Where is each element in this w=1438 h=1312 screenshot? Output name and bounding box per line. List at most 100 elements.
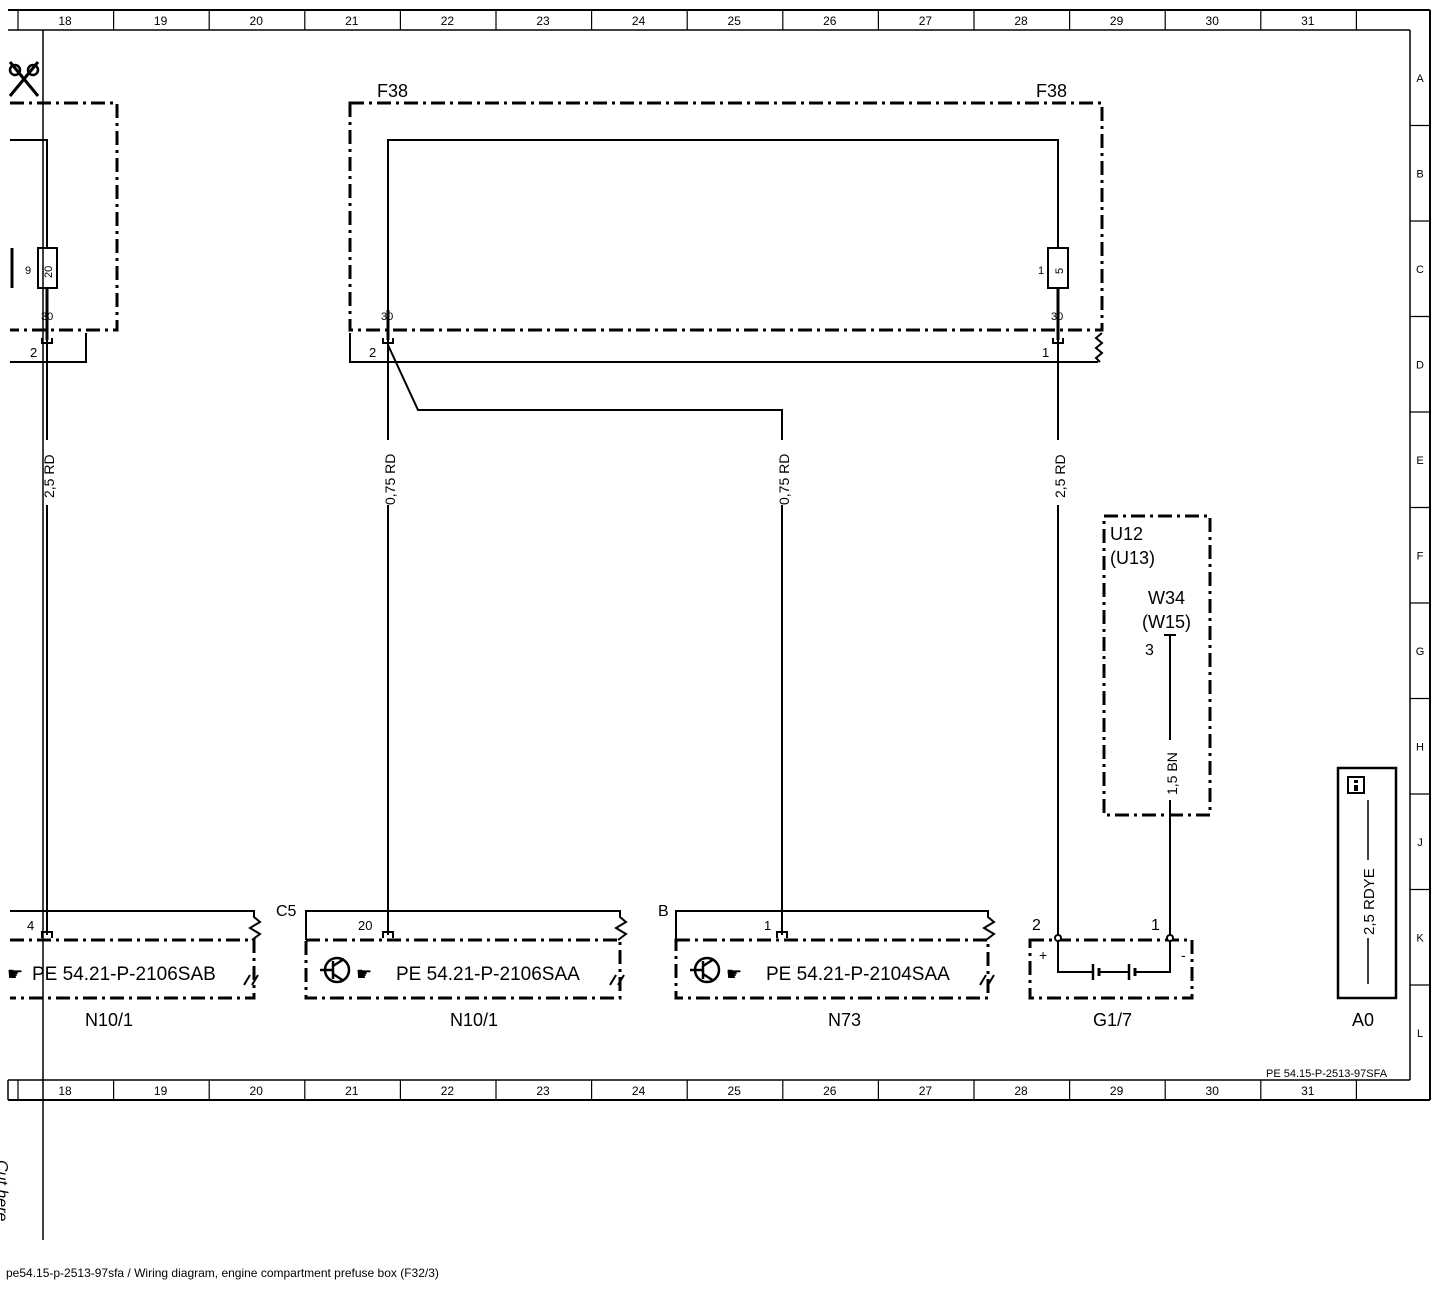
- fuse-left-connector-pin: 2: [30, 345, 37, 360]
- info-box-name: A0: [1352, 1010, 1374, 1030]
- ruler-column-label: 21: [345, 14, 359, 28]
- module-label-alt: (U13): [1110, 548, 1155, 568]
- info-box-a0: [1336, 766, 1398, 1000]
- pointer-hand-icon: ☛: [356, 964, 372, 984]
- ruler-column-label: 18: [58, 14, 72, 28]
- ruler-bottom-ticks: [17, 1080, 1358, 1100]
- fuse-mid-terminal: 30: [381, 311, 393, 323]
- ruler-column-label: 28: [1014, 14, 1028, 28]
- fuse-left-feed: [10, 139, 48, 248]
- ruler-column-label: 28: [1014, 1084, 1028, 1098]
- component-name: N10/1: [450, 1010, 498, 1030]
- fuse-left-terminal: 30: [41, 311, 53, 323]
- shield-hatch: [243, 974, 995, 986]
- diagram-caption: pe54.15-p-2513-97sfa / Wiring diagram, e…: [6, 1266, 439, 1280]
- connector-tabs: [41, 338, 1176, 938]
- fuse-mid-connector-pin: 2: [369, 345, 376, 360]
- fuse-box-label-left: F38: [377, 81, 408, 101]
- fuse-box-f38: [348, 101, 1104, 332]
- wire-label: 0,75 RD: [382, 454, 398, 505]
- pointer-hand-icon: ☛: [726, 964, 742, 984]
- wire-label: 0,75 RD: [776, 454, 792, 505]
- ruler-column-label: 26: [823, 14, 837, 28]
- component-ref: PE 54.21-P-2106SAA: [396, 964, 580, 985]
- sheet-reference: PE 54.15-P-2513-97SFA: [1266, 1068, 1388, 1080]
- battery-pin-plus: 2: [1032, 917, 1041, 934]
- comp2-bracket: [305, 910, 628, 941]
- ruler-top-ticks: [17, 10, 1358, 30]
- battery-pin-minus: 1: [1151, 917, 1160, 934]
- fuse-left-number: 20: [43, 266, 55, 278]
- battery-symbol: [1054, 934, 1174, 980]
- module-sub-label: W34: [1148, 588, 1185, 608]
- ruler-column-label: 25: [728, 1084, 742, 1098]
- sheet-frame: [7, 9, 1431, 1240]
- ruler-column-label: 22: [441, 14, 455, 28]
- ruler-row-label: F: [1417, 550, 1424, 562]
- ruler-row-label: E: [1416, 455, 1423, 467]
- battery-minus-sign: -: [1181, 947, 1186, 963]
- fuse-right-terminal: 30: [1051, 311, 1063, 323]
- comp3-bracket: [675, 910, 996, 941]
- ruler-column-label: 27: [919, 14, 933, 28]
- module-label: U12: [1110, 524, 1143, 544]
- ruler-column-label: 21: [345, 1084, 359, 1098]
- info-icon: [1347, 776, 1365, 794]
- ruler-column-label: 19: [154, 1084, 168, 1098]
- ruler-column-label: 18: [58, 1084, 72, 1098]
- comp1-bracket: [10, 910, 262, 941]
- component-pin: 4: [27, 918, 34, 933]
- module-pin: 3: [1145, 642, 1154, 659]
- wire-label: 2,5 RD: [41, 454, 57, 498]
- info-wire-label: 2,5 RDYE: [1361, 868, 1378, 935]
- ruler-column-label: 31: [1301, 1084, 1315, 1098]
- battery-plus-sign: +: [1039, 947, 1047, 963]
- ruler-column-label: 22: [441, 1084, 455, 1098]
- ruler-column-label: 24: [632, 14, 646, 28]
- transistor-icon: [320, 956, 351, 984]
- ruler-side-ticks: [1410, 124, 1430, 986]
- component-n10-1-sab: [10, 938, 256, 1000]
- component-connector: C5: [276, 903, 297, 920]
- ruler-column-label: 23: [536, 1084, 550, 1098]
- ruler-row-label: K: [1416, 932, 1424, 944]
- component-n10-1-saa: [304, 938, 622, 1000]
- battery-name: G1/7: [1093, 1010, 1132, 1030]
- fuse-box-left-partial: [10, 101, 119, 332]
- component-pin: 1: [764, 918, 771, 933]
- ruler-row-label: J: [1417, 837, 1423, 849]
- ruler-column-label: 19: [154, 14, 168, 28]
- ruler-column-label: 29: [1110, 14, 1124, 28]
- ruler-row-label: B: [1416, 168, 1423, 180]
- ruler-row-label: D: [1416, 359, 1424, 371]
- component-connector: B: [658, 903, 669, 920]
- wire-label: 1,5 BN: [1164, 752, 1180, 795]
- cut-here-label: Cut here: [0, 1160, 10, 1222]
- component-n73: [674, 938, 990, 1000]
- scissors-icon: [8, 61, 40, 97]
- ruler-column-label: 25: [728, 14, 742, 28]
- ruler-row-label: H: [1416, 741, 1424, 753]
- fuse-right-number: 5: [1054, 268, 1066, 274]
- ruler-column-label: 20: [250, 14, 264, 28]
- ruler-row-label: C: [1416, 264, 1424, 276]
- wire-label: 2,5 RD: [1052, 454, 1068, 498]
- component-name: N10/1: [85, 1010, 133, 1030]
- module-sub-label-alt: (W15): [1142, 612, 1191, 632]
- ruler-row-label: G: [1416, 646, 1425, 658]
- pointer-hand-icon: ☛: [7, 964, 23, 984]
- ruler-column-label: 24: [632, 1084, 646, 1098]
- ruler-column-label: 31: [1301, 14, 1315, 28]
- module-u12-outline: [1102, 514, 1212, 817]
- ruler-column-label: 30: [1206, 1084, 1220, 1098]
- ruler-column-label: 26: [823, 1084, 837, 1098]
- transistor-icon: [690, 956, 721, 984]
- fuse-right-pin: 1: [1038, 265, 1044, 277]
- ruler-column-label: 30: [1206, 14, 1220, 28]
- ruler-column-label: 29: [1110, 1084, 1124, 1098]
- ruler-column-label: 27: [919, 1084, 933, 1098]
- ruler-row-label: A: [1416, 73, 1424, 85]
